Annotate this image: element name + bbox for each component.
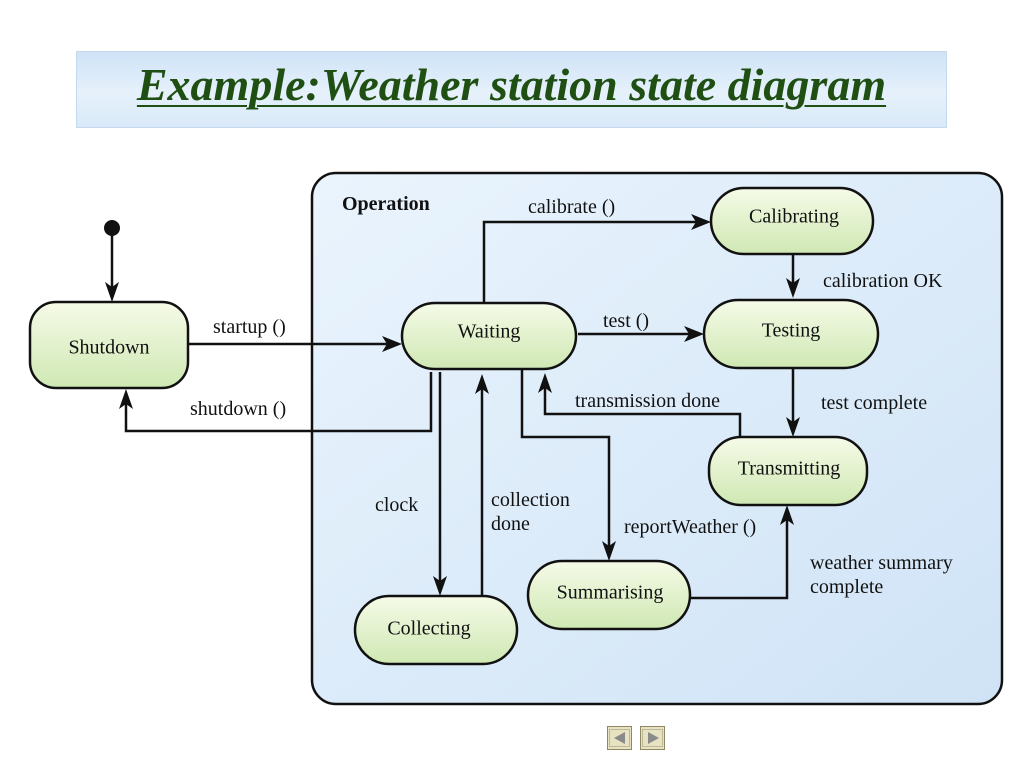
state-collecting: Collecting — [353, 594, 519, 666]
arrowhead — [602, 541, 616, 561]
transmission-done-transition — [543, 388, 742, 438]
state-label: Summarising — [557, 582, 664, 604]
state-label: Waiting — [458, 321, 521, 343]
report-weather-transition — [520, 369, 611, 546]
arrowhead — [382, 336, 402, 352]
state-shutdown: Shutdown — [28, 300, 190, 390]
shutdown-transition — [124, 372, 433, 433]
transition-label-collection-done-line2: done — [491, 513, 530, 535]
triangle-left-icon — [614, 732, 625, 744]
arrowhead — [433, 576, 447, 596]
state-label: Transmitting — [738, 458, 841, 480]
transition-label-clock: clock — [375, 494, 418, 516]
transition-label-calibration-ok: calibration OK — [823, 270, 943, 292]
transition-label-test: test () — [603, 310, 649, 332]
arrowhead — [684, 326, 704, 342]
state-label: Calibrating — [749, 206, 839, 228]
arrowhead — [538, 373, 552, 393]
transition-label-weather-summary-line1: weather summary — [810, 552, 953, 574]
arrowhead — [105, 282, 119, 302]
title-banner: Example:Weather station state diagram — [76, 51, 947, 128]
arrowhead — [780, 505, 794, 525]
transition-lines — [110, 220, 795, 600]
arrowhead — [786, 278, 800, 298]
state-summarising: Summarising — [526, 559, 692, 631]
arrowheads — [105, 214, 800, 596]
state-transmitting: Transmitting — [707, 435, 869, 507]
transition-label-test-complete: test complete — [821, 392, 927, 414]
state-waiting: Waiting — [400, 301, 578, 371]
transition-label-calibrate: calibrate () — [528, 196, 615, 218]
arrowhead — [475, 374, 489, 394]
arrowhead — [691, 214, 711, 230]
operation-label: Operation — [342, 193, 430, 215]
transition-label-shutdown: shutdown () — [190, 398, 286, 420]
weather-summary-transition — [690, 520, 789, 600]
arrowhead — [786, 417, 800, 437]
previous-slide-button[interactable] — [607, 726, 632, 750]
transition-label-weather-summary-line2: complete — [810, 576, 883, 598]
triangle-right-icon — [648, 732, 659, 744]
state-label: Testing — [762, 320, 821, 342]
transition-label-collection-done-line1: collection — [491, 489, 570, 511]
state-calibrating: Calibrating — [709, 186, 875, 256]
transition-label-startup: startup () — [213, 316, 286, 338]
state-label: Collecting — [387, 618, 470, 640]
calibrate-transition — [482, 220, 697, 302]
initial-state-dot — [104, 220, 120, 236]
transition-label-report-weather: reportWeather () — [624, 516, 756, 538]
transition-label-transmission-done: transmission done — [575, 390, 720, 412]
state-testing: Testing — [702, 298, 880, 370]
arrowhead — [119, 389, 133, 409]
next-slide-button[interactable] — [640, 726, 665, 750]
page-title: Example:Weather station state diagram — [136, 59, 887, 110]
state-label: Shutdown — [68, 337, 149, 359]
